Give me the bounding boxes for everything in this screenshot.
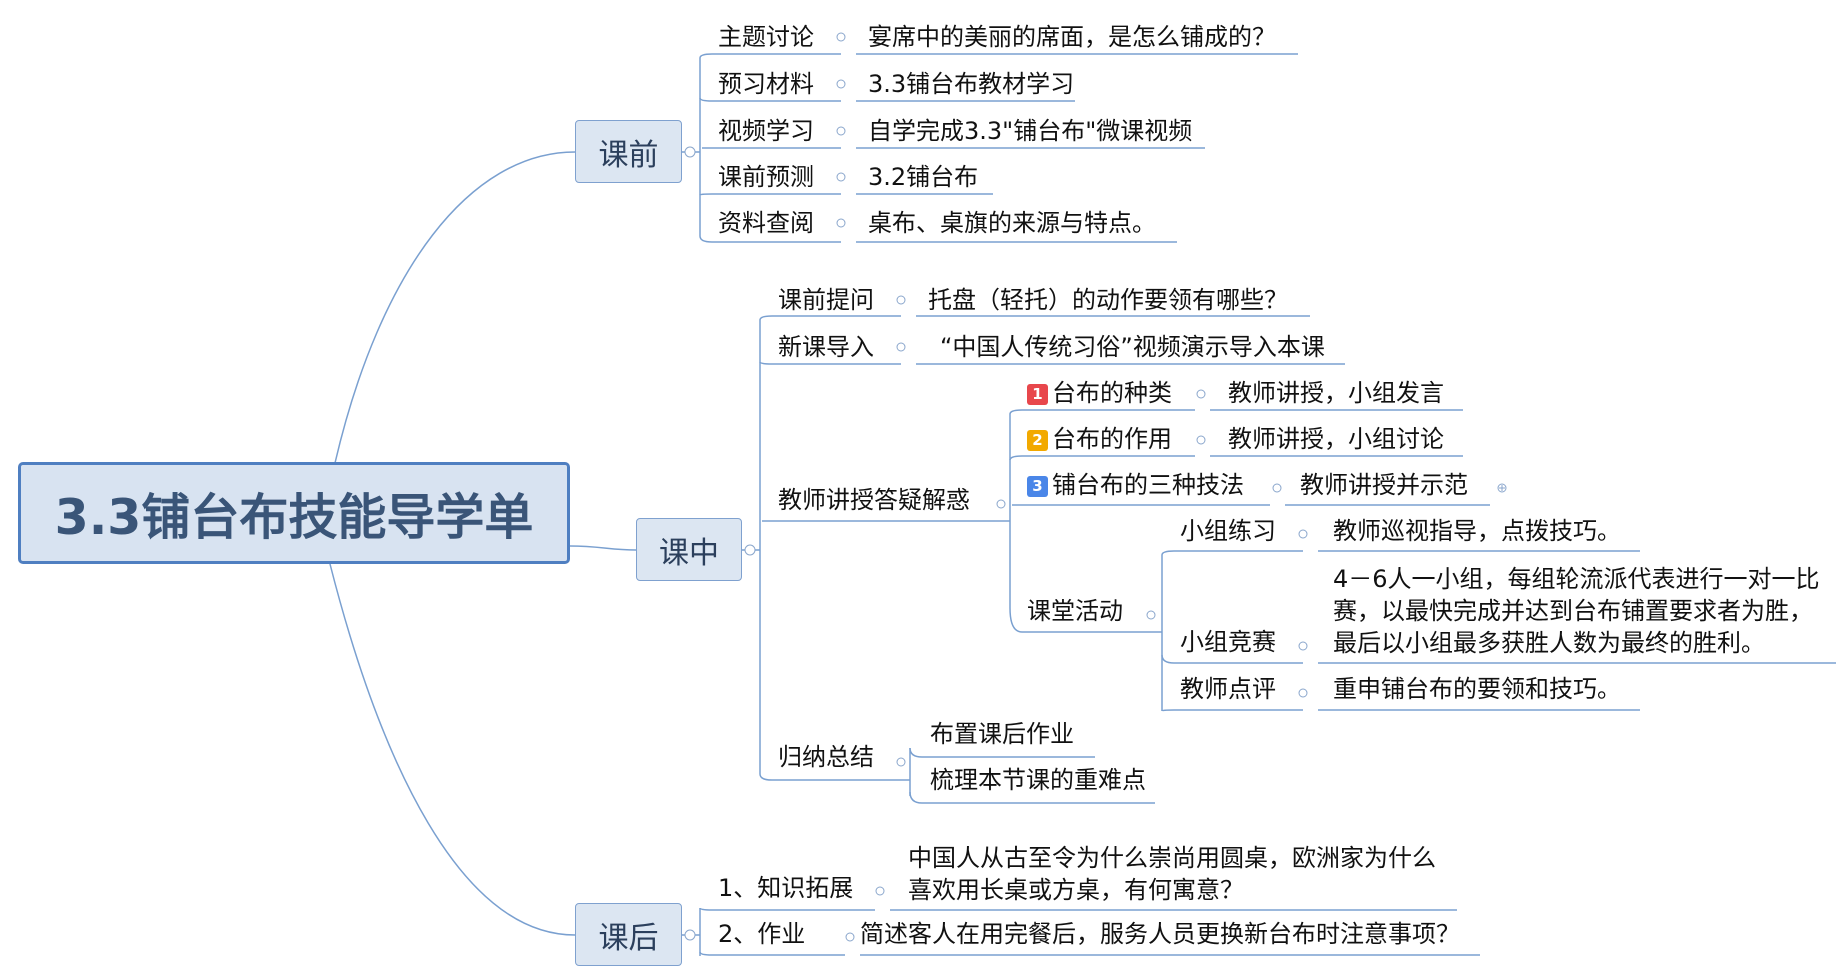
before-preview-detail[interactable]: 3.3铺台布教材学习 [868,70,1075,98]
teaching-item-2-detail[interactable]: 教师讲授，小组讨论 [1228,425,1444,453]
before-topic-detail[interactable]: 宴席中的美丽的席面，是怎么铺成的？ [868,23,1276,51]
branch-after-label: 课后 [598,920,659,956]
branch-before[interactable]: 课前 [575,120,682,183]
during-intro-detail[interactable]: “中国人传统习俗”视频演示导入本课 [940,333,1325,361]
during-question-label[interactable]: 课前提问 [778,286,874,314]
before-video-label[interactable]: 视频学习 [718,117,814,145]
activity-review-detail[interactable]: 重申铺台布的要领和技巧。 [1333,675,1621,703]
teaching-item-2-label: 台布的作用 [1052,425,1172,453]
before-topic-label[interactable]: 主题讨论 [718,23,814,51]
summary-keypoints[interactable]: 梳理本节课的重难点 [930,766,1146,794]
activity-practice-detail[interactable]: 教师巡视指导，点拨技巧。 [1333,517,1621,545]
branch-during[interactable]: 课中 [636,518,742,581]
activity-practice-label[interactable]: 小组练习 [1180,517,1276,545]
root-topic[interactable]: 3.3铺台布技能导学单 [18,462,570,564]
activity-contest-detail[interactable]: 4－6人一小组，每组轮流派代表进行一对一比 赛，以最快完成并达到台布铺置要求者为… [1333,565,1820,657]
before-pretest-label[interactable]: 课前预测 [718,163,814,191]
during-teaching-label[interactable]: 教师讲授答疑解惑 [778,486,970,514]
before-research-label[interactable]: 资料查阅 [718,209,814,237]
after-homework-label[interactable]: 2、作业 [718,920,806,948]
badge-3-icon: 3 [1027,476,1048,497]
during-question-detail[interactable]: 托盘（轻托）的动作要领有哪些？ [928,286,1288,314]
badge-2-icon: 2 [1027,430,1048,451]
teaching-item-1-detail[interactable]: 教师讲授，小组发言 [1228,379,1444,407]
branch-after[interactable]: 课后 [575,903,682,966]
before-research-detail[interactable]: 桌布、桌旗的来源与特点。 [868,209,1156,237]
badge-1-icon: 1 [1027,384,1048,405]
teaching-item-1-label: 台布的种类 [1052,379,1172,407]
during-intro-label[interactable]: 新课导入 [778,333,874,361]
after-homework-detail[interactable]: 简述客人在用完餐后，服务人员更换新台布时注意事项？ [860,920,1460,948]
root-title: 3.3铺台布技能导学单 [54,488,534,546]
branch-during-label: 课中 [659,535,719,571]
branch-before-label: 课前 [598,137,659,173]
after-extension-label[interactable]: 1、知识拓展 [718,874,854,902]
before-pretest-detail[interactable]: 3.2铺台布 [868,163,979,191]
before-preview-label[interactable]: 预习材料 [718,70,814,98]
activity-review-label[interactable]: 教师点评 [1180,675,1276,703]
summary-homework[interactable]: 布置课后作业 [930,720,1074,748]
after-extension-detail[interactable]: 中国人从古至令为什么崇尚用圆桌，欧洲家为什么 喜欢用长桌或方桌，有何寓意？ [908,844,1436,904]
teaching-item-3-label: 铺台布的三种技法 [1052,471,1244,499]
teaching-item-3-detail[interactable]: 教师讲授并示范 [1300,471,1468,499]
before-video-detail[interactable]: 自学完成3.3"铺台布"微课视频 [868,117,1193,145]
activity-contest-label[interactable]: 小组竞赛 [1180,628,1276,656]
activity-label[interactable]: 课堂活动 [1027,597,1123,625]
summary-label[interactable]: 归纳总结 [778,743,874,771]
